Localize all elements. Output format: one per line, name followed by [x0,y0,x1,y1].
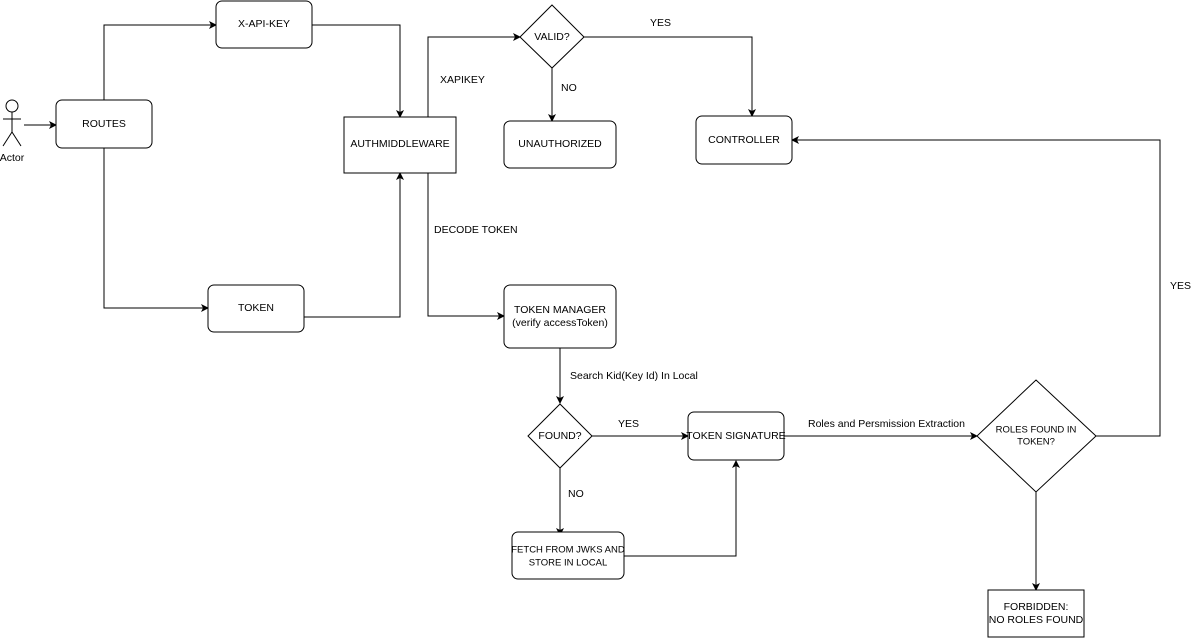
edge-x-api-key-authmiddleware [312,24,404,118]
controller-label: CONTROLLER [708,134,780,146]
fetch-jwks-label-line1: FETCH FROM JWKS AND [511,545,625,556]
edge-authmiddleware-valid [427,33,521,117]
edge-label-valid-yes: YES [650,17,671,29]
found-label: FOUND? [538,430,581,442]
unauthorized-label: UNAUTHORIZED [518,138,602,150]
forbidden-label-line2: NO ROLES FOUND [989,614,1084,626]
authmiddleware-label: AUTHMIDDLEWARE [350,138,449,150]
controller-node [695,115,793,165]
forbidden-label-line1: FORBIDDEN: [1004,601,1069,613]
token-node [207,284,305,333]
edges [24,21,1161,591]
edge-label-roles-extraction: Roles and Persmission Extraction [808,418,965,430]
edge-label-found-no: NO [568,488,584,500]
edge-label-found-yes: YES [618,418,639,430]
actor-label: Actor [0,152,25,164]
edge-label-roles-yes: YES [1170,280,1191,292]
fetch-jwks-label-line2: STORE IN LOCAL [529,558,608,569]
fetch-jwks-node [511,531,625,580]
token-manager-node [503,284,617,349]
found-decision [527,403,593,469]
actor-figure [2,99,22,147]
edge-routes-x-api-key [103,21,217,100]
x-api-key-node [215,0,313,49]
routes-node [55,99,153,149]
roles-found-label-line1: ROLES FOUND IN [996,425,1077,436]
edge-token-authmiddleware [304,172,404,318]
edge-valid-controller [584,36,756,117]
edge-authmiddleware-token-manager [427,173,505,320]
x-api-key-label: X-API-KEY [238,18,290,30]
token-signature-node [687,411,785,461]
edge-roles-found-controller [791,136,1161,437]
valid-label: VALID? [534,31,570,43]
edge-fetch-token-signature [624,460,740,557]
edge-label-decode-token: DECODE TOKEN [434,224,518,236]
token-manager-label-line2: (verify accessToken) [512,317,608,329]
token-label: TOKEN [238,302,274,314]
roles-found-label-line2: TOKEN? [1017,437,1055,448]
roles-found-decision [976,379,1097,493]
unauthorized-node [503,120,617,169]
edge-routes-token [103,148,209,312]
routes-label: ROUTES [82,118,126,130]
edge-label-search-kid: Search Kid(Key Id) In Local [570,370,698,382]
token-signature-label: TOKEN SIGNATURE [686,430,785,442]
edge-label-valid-no: NO [561,82,577,94]
edge-label-xapikey: XAPIKEY [440,74,485,86]
token-manager-label-line1: TOKEN MANAGER [514,304,606,316]
forbidden-node [987,589,1085,638]
valid-decision [519,4,585,69]
authmiddleware-node [343,116,457,174]
